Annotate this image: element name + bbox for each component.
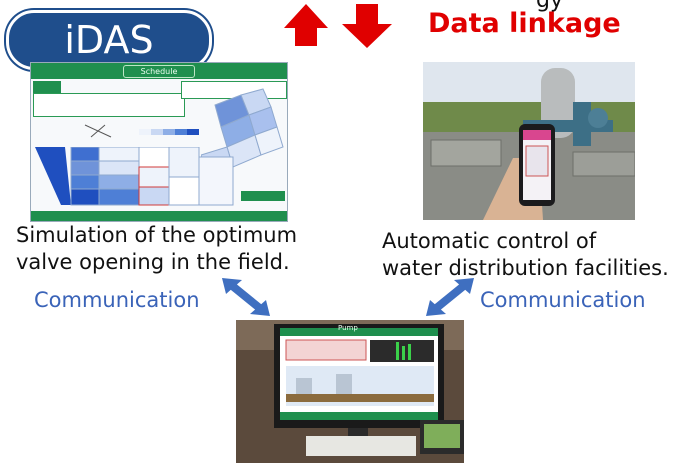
up-arrow-icon [284,4,328,46]
system-name: iDAS [64,18,154,62]
communication-label-left: Communication [34,288,200,312]
compass-icon [84,124,112,138]
down-arrow-icon [342,4,392,48]
monitor-screen-title: Pump [338,324,358,332]
simulation-screenshot: Schedule [30,62,288,222]
cut-off-text: gy [536,0,563,13]
automatic-caption-line1: Automatic control of [382,229,597,253]
data-linkage-arrows [284,4,392,48]
idas-badge: iDAS [6,10,212,70]
sim-bottom-bar [31,211,287,221]
sim-top-bar: Schedule [31,63,287,79]
communication-arrow-left-icon [222,278,270,316]
field-photo [423,62,635,220]
simulation-caption-line2: valve opening in the field. [16,250,290,274]
sim-panel [33,81,61,93]
monitor-photo [236,320,464,463]
automatic-caption-line2: water distribution facilities. [382,256,669,280]
data-linkage-label: Data linkage [428,8,621,39]
sim-button [241,191,285,201]
sim-screen-title: Schedule [123,65,195,78]
communication-label-right: Communication [480,288,646,312]
simulation-caption-line1: Simulation of the optimum [16,223,298,247]
sim-legend [139,129,199,135]
sim-field-grid [35,147,234,206]
sim-panel [33,93,185,117]
communication-arrow-right-icon [426,278,474,316]
